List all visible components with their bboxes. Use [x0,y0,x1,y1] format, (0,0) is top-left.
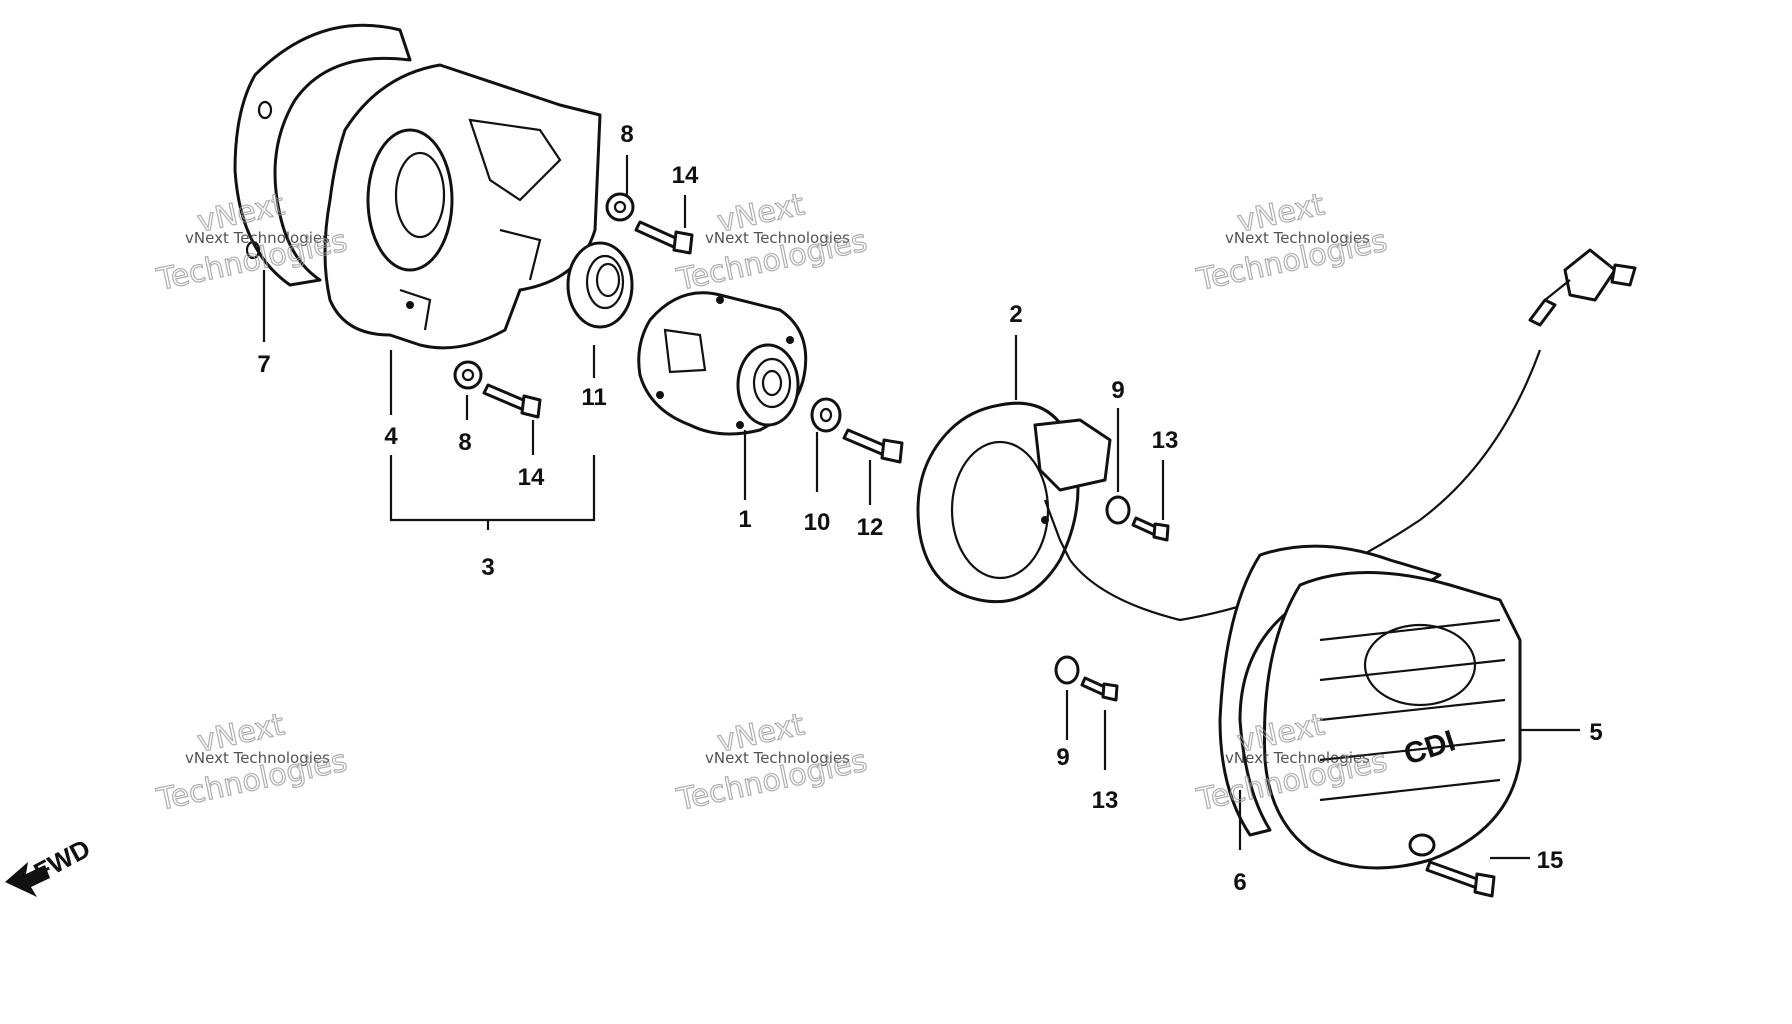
svg-text:vNext Technologies: vNext Technologies [1225,749,1370,767]
part-7-gasket [233,23,412,287]
callout-11: 11 [581,384,606,411]
callout-8-lower: 8 [458,429,471,456]
part-4-housing [323,63,602,350]
part-11-oil-seal [566,241,634,329]
fwd-arrow: FWD [5,833,95,897]
connector-plug [1528,248,1637,327]
part-5-cdi-cover: CDI [1262,571,1522,870]
callout-8-upper: 8 [620,121,633,148]
part-8-washer-upper [605,192,635,222]
part-9-washer-lower [1054,655,1080,685]
part-8-washer-lower [453,360,483,390]
part-13-bolt-upper [1131,516,1170,542]
callout-9-upper: 9 [1111,377,1124,404]
callout-6: 6 [1233,869,1246,896]
callout-12: 12 [857,514,884,541]
callout-10: 10 [804,509,831,536]
callout-4: 4 [384,423,398,450]
part-2-pulser-generator [916,349,1542,622]
watermark-top-right: vNext Technologies vNext Technologies [1193,187,1391,299]
callout-13-upper: 13 [1152,427,1179,454]
callout-2: 2 [1009,301,1022,328]
part-13-bolt-lower [1080,676,1119,702]
callout-14-upper: 14 [672,162,699,189]
part-14-bolt-lower [482,383,542,419]
watermark-top-left: vNext Technologies vNext Technologies [153,187,351,299]
svg-text:vNext Technologies: vNext Technologies [185,229,330,247]
part-14-bolt-upper [634,220,694,255]
part-6-cover-gasket [1218,544,1442,837]
svg-text:vNext Technologies: vNext Technologies [185,749,330,767]
callout-13-lower: 13 [1092,787,1119,814]
part-9-washer-upper [1105,495,1131,525]
watermark-bottom-left: vNext Technologies vNext Technologies [153,707,351,819]
fwd-label: FWD [29,833,95,887]
callouts: 7 4 3 8 14 11 8 14 1 10 12 2 9 13 9 13 5… [257,121,1602,896]
svg-text:vNext Technologies: vNext Technologies [705,229,850,247]
watermark-bottom-center: vNext Technologies vNext Technologies [673,707,871,819]
svg-text:vNext Technologies: vNext Technologies [1225,229,1370,247]
leader-lines [262,155,1580,860]
part-12-bolt [842,428,904,464]
callout-9-lower: 9 [1056,744,1069,771]
watermark-top-center: vNext Technologies vNext Technologies [673,187,871,299]
part-15-bolt [1425,860,1496,898]
svg-text:vNext Technologies: vNext Technologies [705,749,850,767]
callout-15: 15 [1537,847,1564,874]
part-1-rotor-assembly [637,291,808,436]
part-10-washer [810,397,842,433]
callout-14-lower: 14 [518,464,545,491]
callout-1: 1 [738,506,751,533]
callout-5: 5 [1589,719,1602,746]
callout-7: 7 [257,351,270,378]
callout-3: 3 [481,554,494,581]
